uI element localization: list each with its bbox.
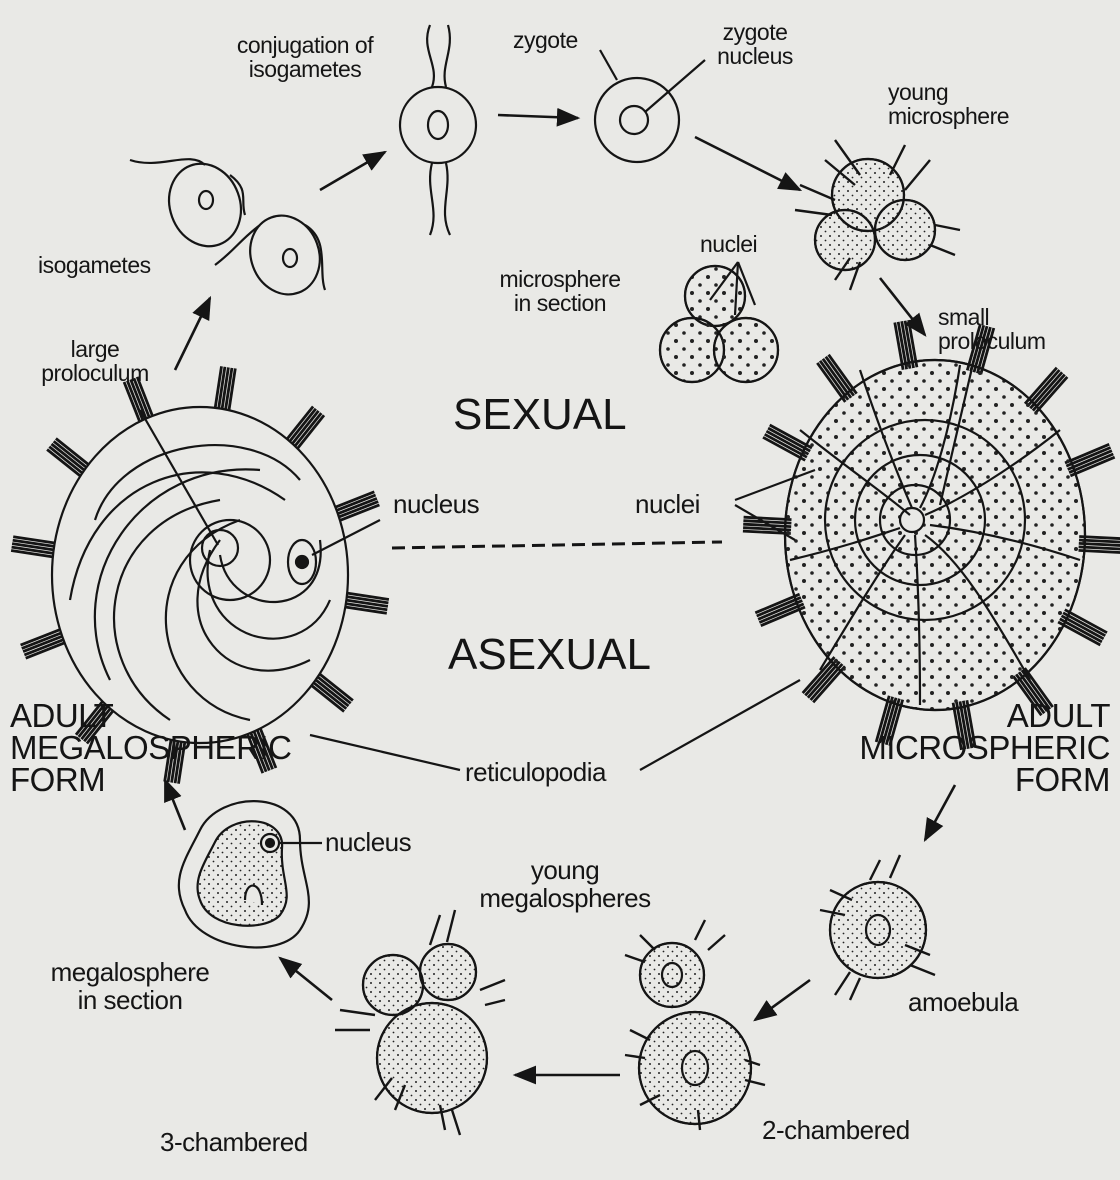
zygote-nucleus-label: zygote nucleus bbox=[690, 20, 820, 68]
three-chambered-drawing bbox=[335, 910, 505, 1135]
nucleus-left-label: nucleus bbox=[393, 490, 479, 518]
reticulopodium-strand bbox=[743, 528, 791, 530]
nuclei-top-label: nuclei bbox=[700, 232, 757, 256]
three-chambered-label: 3-chambered bbox=[160, 1128, 308, 1156]
asexual-label: ASEXUAL bbox=[448, 632, 651, 678]
zygote-label: zygote bbox=[513, 28, 578, 52]
amoebula-drawing bbox=[820, 855, 935, 1000]
microsphere-in-section-drawing bbox=[660, 262, 778, 382]
conjugation-drawing bbox=[400, 25, 476, 235]
reticulopodia-pointer-right bbox=[640, 680, 800, 770]
megalosphere-in-section-label: megalosphere in section bbox=[20, 958, 240, 1014]
zygote-drawing bbox=[595, 50, 705, 162]
reticulopodia-pointer-left bbox=[310, 735, 460, 770]
adult-megalospheric-test bbox=[52, 407, 348, 743]
reticulopodia-label: reticulopodia bbox=[465, 758, 606, 786]
isogametes-drawing bbox=[130, 154, 331, 305]
two-chambered-drawing bbox=[625, 920, 765, 1130]
adult-megalospheric-label: ADULT MEGALOSPHERIC FORM bbox=[10, 700, 291, 796]
reticulopodium-strand bbox=[744, 517, 792, 519]
young-microsphere-label: young microsphere bbox=[888, 80, 1009, 128]
isogametes-label: isogametes bbox=[38, 253, 151, 277]
sexual-asexual-divider bbox=[392, 542, 722, 548]
adult-microspheric-label: ADULT MICROSPHERIC FORM bbox=[840, 700, 1110, 796]
young-megalospheres-label: young megalospheres bbox=[440, 856, 690, 912]
nuclei-right-label: nuclei bbox=[635, 490, 700, 518]
nucleus-bottom-label: nucleus bbox=[325, 828, 411, 856]
microsphere-in-section-label: microsphere in section bbox=[470, 267, 650, 315]
small-proloculum-label: small proloculum bbox=[938, 305, 1046, 353]
conjugation-label: conjugation of isogametes bbox=[205, 33, 405, 81]
two-chambered-label: 2-chambered bbox=[762, 1116, 910, 1144]
megalosphere-in-section-drawing bbox=[179, 801, 322, 947]
large-proloculum-label: large proloculum bbox=[10, 337, 180, 385]
sexual-label: SEXUAL bbox=[453, 392, 627, 438]
young-microsphere-drawing bbox=[795, 140, 960, 290]
amoebula-label: amoebula bbox=[908, 988, 1018, 1016]
